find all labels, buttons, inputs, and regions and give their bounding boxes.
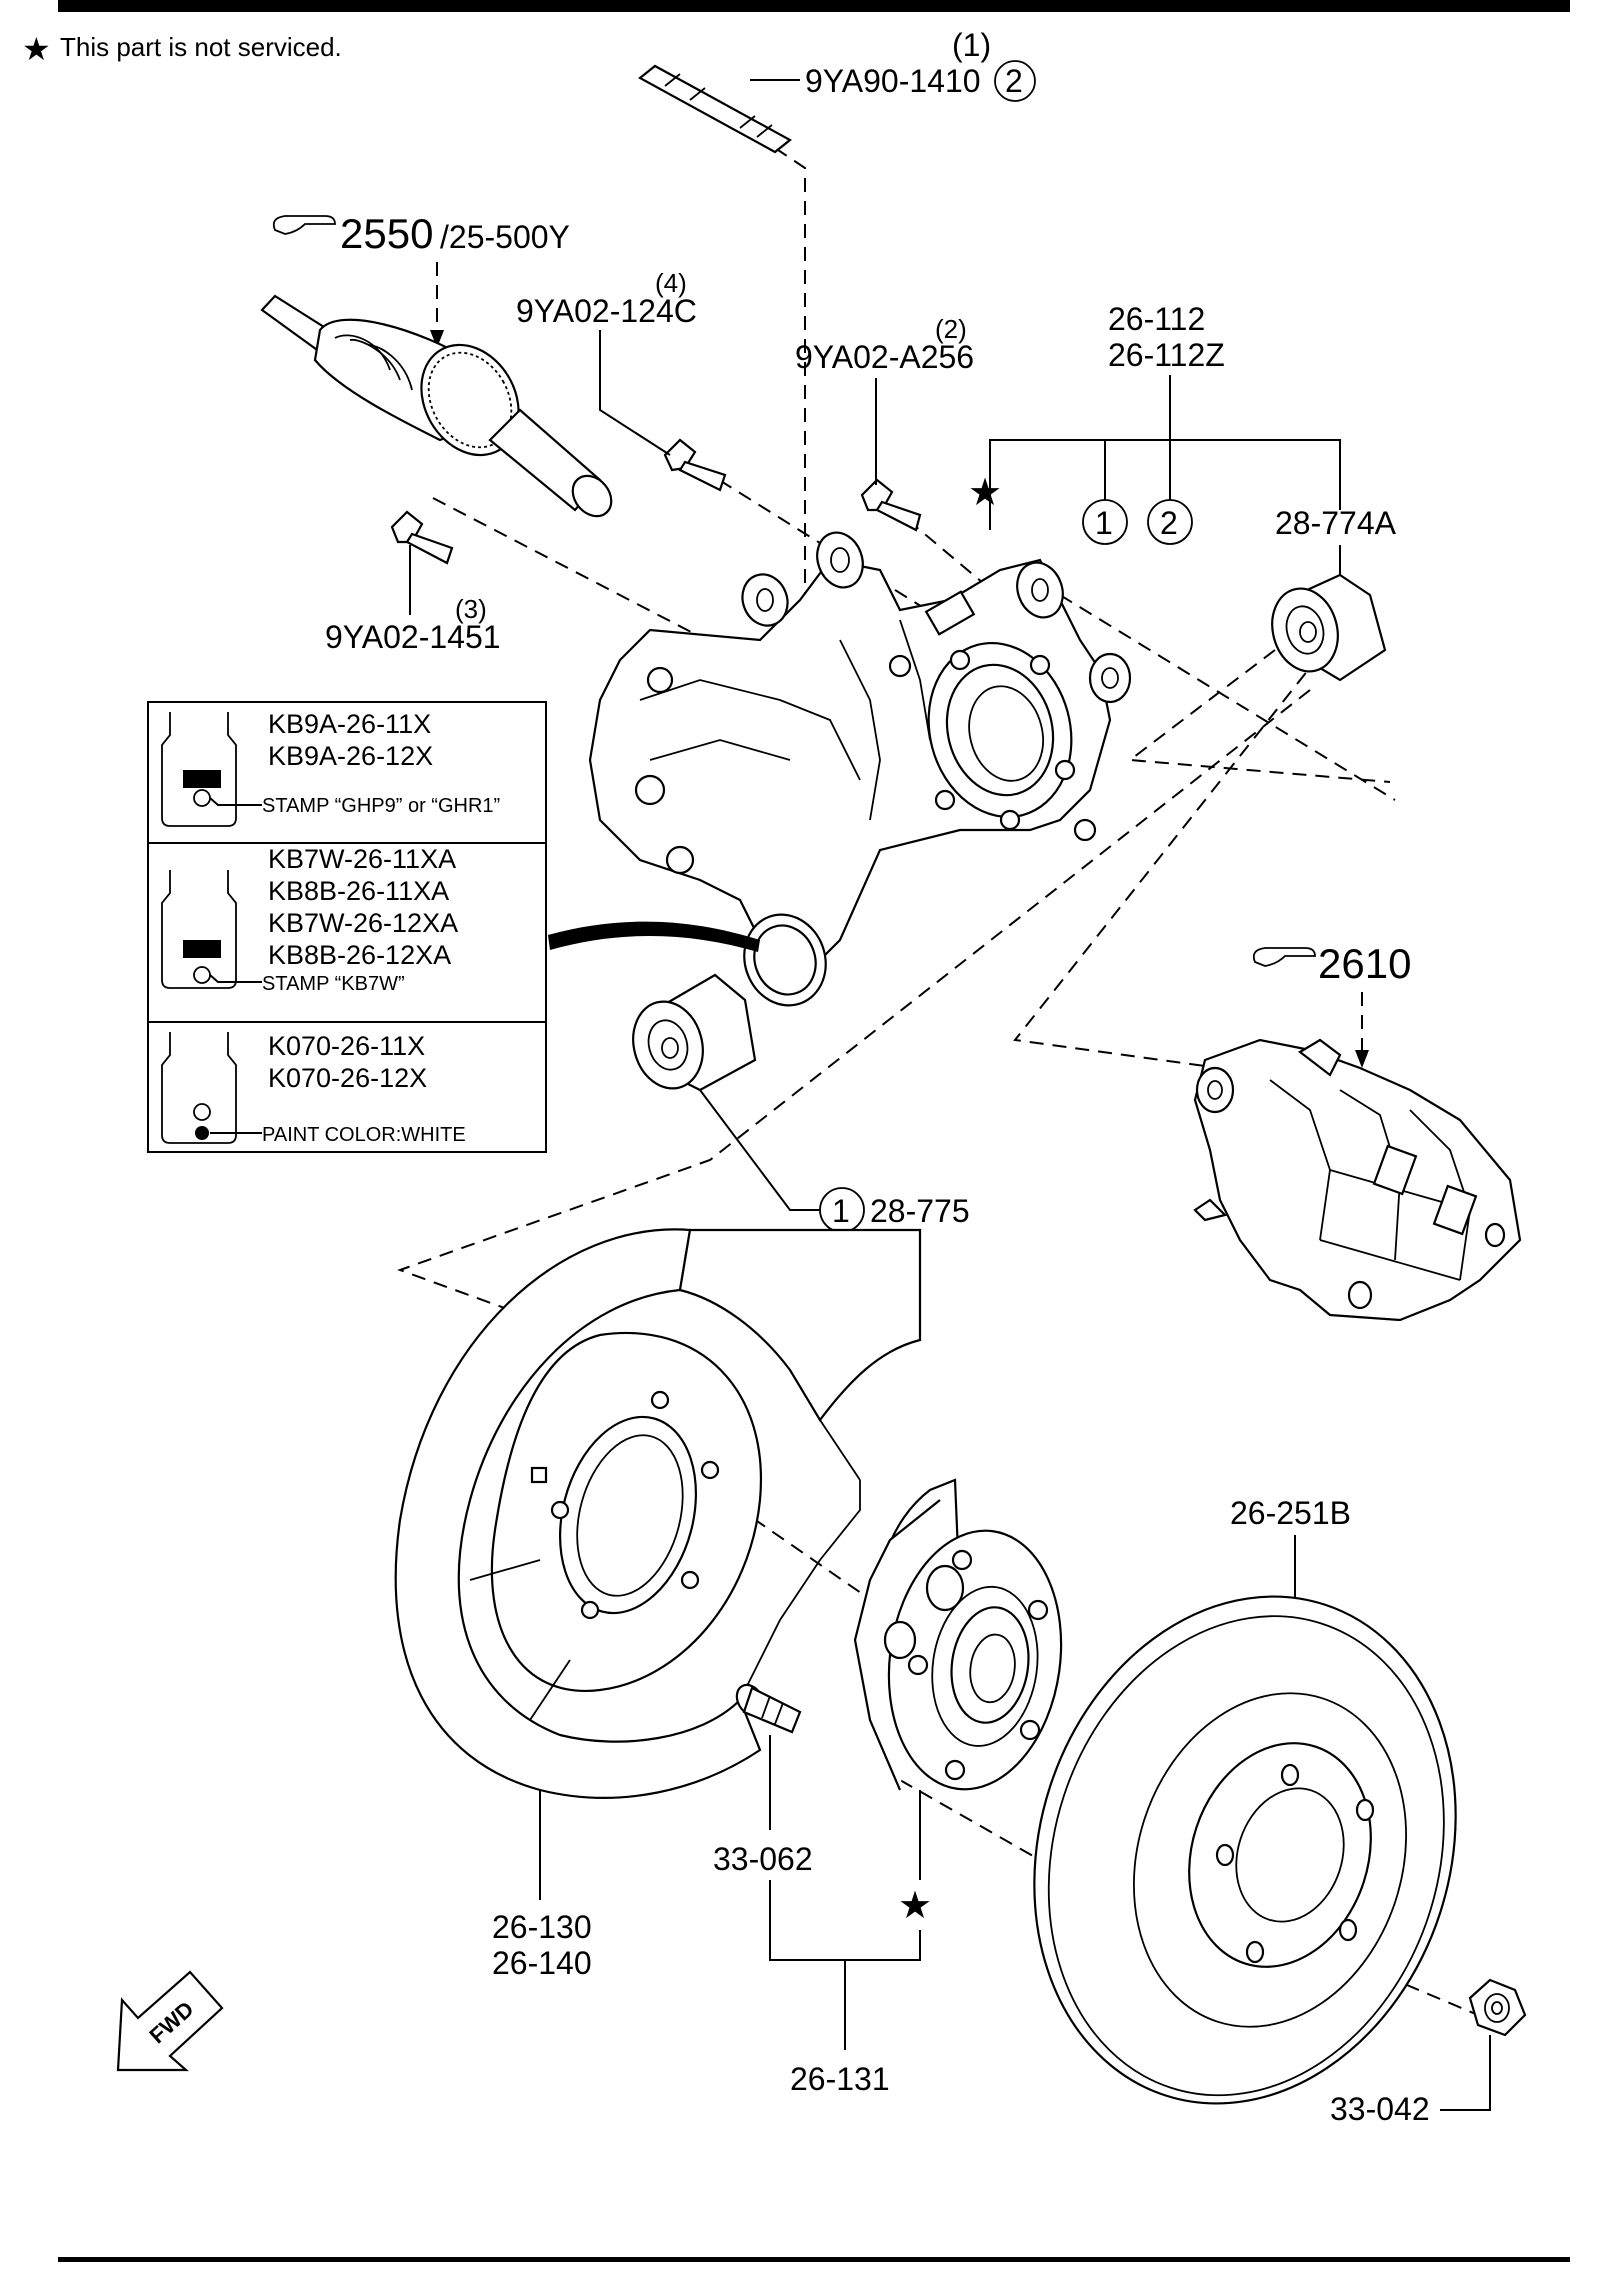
bushing-upper-partnum: 28-774A bbox=[1275, 505, 1397, 541]
variant-1-part-1: KB9A-26-11X bbox=[268, 709, 431, 739]
variant-3-part-1: K070-26-11X bbox=[268, 1031, 425, 1061]
hub-star-icon: ★ bbox=[898, 1885, 932, 1927]
variant-2-part-1: KB7W-26-11XA bbox=[268, 844, 456, 874]
brake-disc-26-251b[interactable] bbox=[970, 1541, 1519, 2158]
stud-top-qty: (1) bbox=[952, 27, 991, 63]
knuckle-assembly[interactable] bbox=[588, 526, 1132, 1017]
driveshaft-ref-num: 2550 bbox=[340, 210, 433, 257]
variant-1-mark: STAMP “GHP9” or “GHR1” bbox=[262, 795, 500, 817]
variant-2-part-4: KB8B-26-12XA bbox=[268, 940, 451, 970]
caliper-reference-icon[interactable]: 2610 bbox=[1252, 940, 1412, 987]
dust-shield-26-130[interactable] bbox=[394, 1228, 922, 1799]
bushing-28-774a[interactable] bbox=[1263, 573, 1387, 682]
star-icon: ★ bbox=[22, 31, 51, 67]
variant-row-3: K070-26-11X K070-26-12X PAINT COLOR:WHIT… bbox=[161, 1031, 466, 1146]
disc-partnum: 26-251B bbox=[1230, 1495, 1351, 1531]
bolt-1451-qty: (3) bbox=[455, 594, 487, 624]
top-border bbox=[58, 0, 1570, 12]
direction-band bbox=[548, 921, 760, 952]
stud-9ya90-1410[interactable] bbox=[638, 64, 792, 154]
fwd-arrow-icon: FWD bbox=[116, 1970, 224, 2072]
stud-top-circle: 2 bbox=[1005, 63, 1023, 99]
knuckle-partnum-1: 26-112 bbox=[1108, 301, 1205, 337]
dust-shield-partnum-1: 26-130 bbox=[492, 1909, 592, 1945]
hub-bolt-33-062[interactable] bbox=[732, 1680, 802, 1734]
variant-row-1: KB9A-26-11X KB9A-26-12X STAMP “GHP9” or … bbox=[161, 709, 500, 827]
stamp-mark-icon bbox=[183, 770, 221, 788]
legend-text: This part is not serviced. bbox=[60, 32, 342, 62]
variant-3-mark: PAINT COLOR:WHITE bbox=[262, 1124, 466, 1146]
knuckle-star-icon: ★ bbox=[968, 472, 1002, 514]
stud-top-partnum: 9YA90-1410 bbox=[805, 63, 981, 99]
caliper-assembly[interactable] bbox=[1193, 1038, 1522, 1322]
nut-partnum: 33-042 bbox=[1330, 2091, 1430, 2127]
bolt-124c-qty: (4) bbox=[655, 268, 687, 298]
driveshaft-assembly[interactable] bbox=[260, 294, 619, 524]
legend-note: ★ This part is not serviced. bbox=[22, 31, 342, 67]
bushing-28-775[interactable] bbox=[624, 973, 757, 1096]
paint-mark-icon bbox=[195, 1126, 209, 1140]
hub-assembly-partnum: 26-131 bbox=[790, 2061, 890, 2097]
bolt-a256-partnum: 9YA02-A256 bbox=[795, 339, 974, 375]
knuckle-outline-icon bbox=[161, 1032, 237, 1144]
variant-row-2: KB7W-26-11XA KB8B-26-11XA KB7W-26-12XA K… bbox=[161, 844, 458, 995]
bolt-9ya02-a256[interactable] bbox=[860, 478, 922, 532]
knuckle-outline-icon bbox=[161, 870, 237, 989]
knuckle-circle-2: 2 bbox=[1160, 505, 1178, 541]
variant-2-part-2: KB8B-26-11XA bbox=[268, 876, 449, 906]
variant-2-part-3: KB7W-26-12XA bbox=[268, 908, 458, 938]
bolt-a256-qty: (2) bbox=[935, 314, 967, 344]
bolt-9ya02-124c[interactable] bbox=[663, 438, 727, 492]
knuckle-partnum-2: 26-112Z bbox=[1108, 337, 1225, 373]
bolt-1451-partnum: 9YA02-1451 bbox=[325, 619, 501, 655]
stamp-mark-icon bbox=[183, 940, 221, 958]
hub-assembly-26-131[interactable] bbox=[853, 1478, 1077, 1801]
bolt-124c-partnum: 9YA02-124C bbox=[516, 293, 697, 329]
variant-3-part-2: K070-26-12X bbox=[268, 1063, 427, 1093]
bolt-9ya02-1451[interactable] bbox=[390, 510, 454, 565]
hub-nut-33-042[interactable] bbox=[1468, 1978, 1527, 2037]
bushing-lower-circle: 1 bbox=[832, 1193, 850, 1229]
knuckle-circle-1: 1 bbox=[1095, 505, 1113, 541]
dust-shield-partnum-2: 26-140 bbox=[492, 1945, 592, 1981]
variant-table: KB9A-26-11X KB9A-26-12X STAMP “GHP9” or … bbox=[147, 701, 547, 1153]
hub-bolt-partnum: 33-062 bbox=[713, 1841, 813, 1877]
bushing-lower-partnum: 28-775 bbox=[870, 1193, 970, 1229]
caliper-ref-num: 2610 bbox=[1318, 940, 1411, 987]
driveshaft-reference-icon[interactable]: 2550 /25-500Y bbox=[272, 210, 570, 257]
knuckle-outline-icon bbox=[161, 712, 237, 827]
variant-2-mark: STAMP “KB7W” bbox=[262, 973, 405, 995]
driveshaft-ref-sub: /25-500Y bbox=[440, 219, 570, 255]
bottom-border bbox=[58, 2257, 1570, 2262]
variant-1-part-2: KB9A-26-12X bbox=[268, 741, 433, 771]
